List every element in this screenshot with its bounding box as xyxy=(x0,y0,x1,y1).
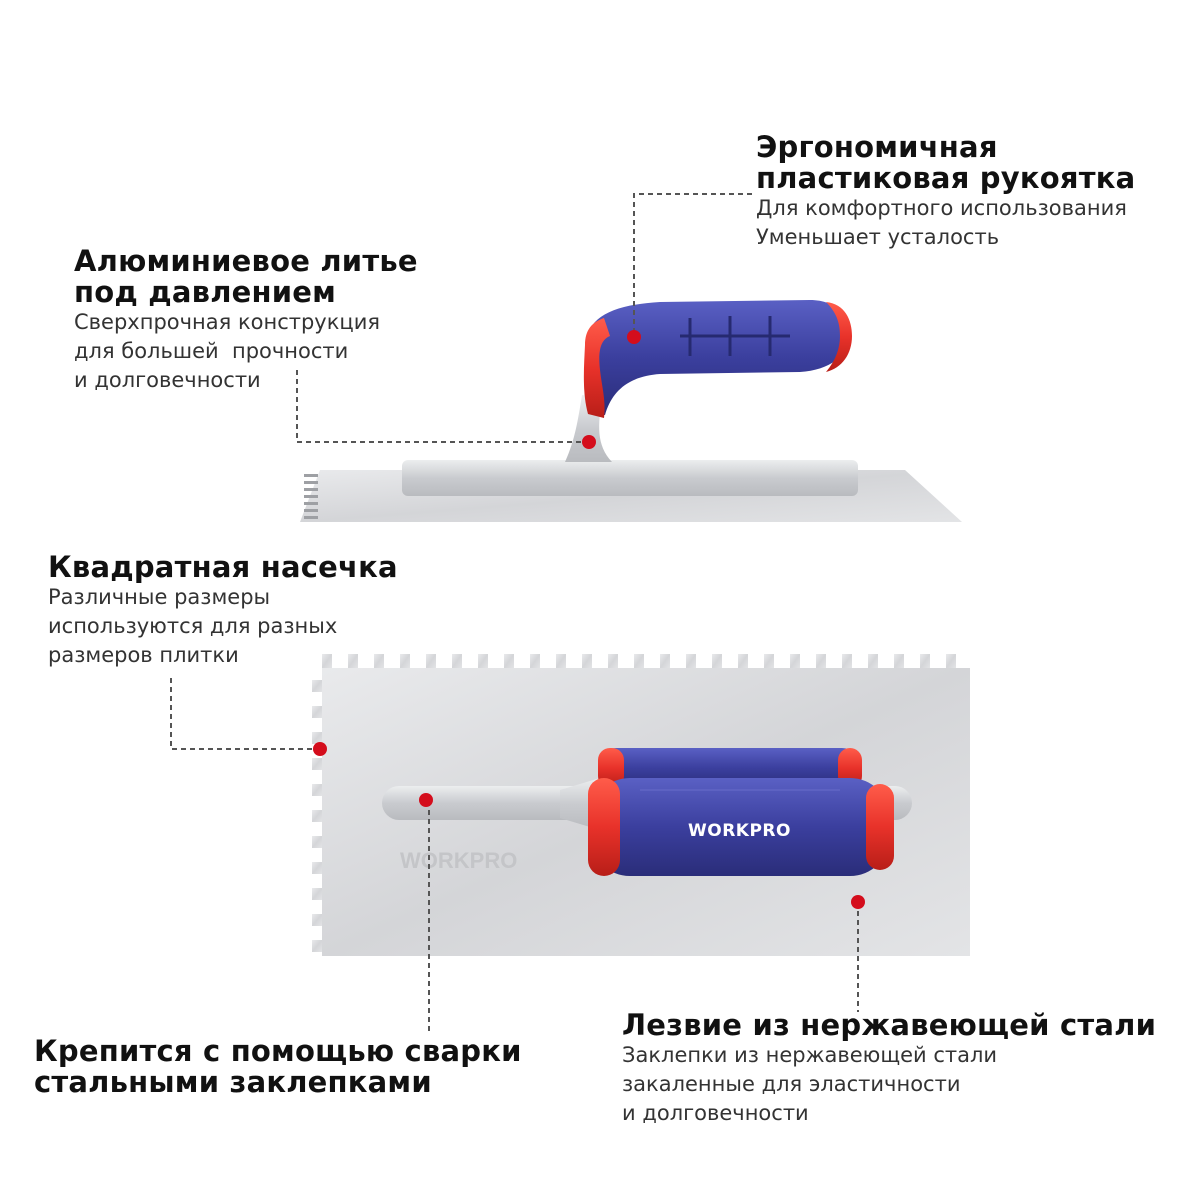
callout-casting-title-2: под давлением xyxy=(74,275,337,309)
notch-teeth-top xyxy=(322,654,956,668)
dot-weld xyxy=(419,793,433,807)
callout-blade-desc-2: закаленные для эластичности xyxy=(622,1072,961,1096)
callout-casting: Алюминиевое литье под давлением Сверхпро… xyxy=(74,246,418,395)
callout-casting-desc-3: и долговечности xyxy=(74,368,261,392)
dot-notch xyxy=(313,742,327,756)
callout-notch-desc-2: используются для разных xyxy=(48,614,338,638)
handle-logo: WORKPRO xyxy=(688,821,791,841)
handle-side-red-grip xyxy=(583,318,610,418)
leader-casting xyxy=(296,370,588,443)
marker-dots xyxy=(313,330,865,909)
callout-handle-title-2: пластиковая рукоятка xyxy=(756,161,1136,195)
handle-top xyxy=(590,778,890,876)
callout-handle-desc-1: Для комфортного использования xyxy=(756,196,1127,220)
leader-lines xyxy=(170,193,859,1032)
callout-blade-desc-3: и долговечности xyxy=(622,1101,809,1125)
callout-handle: Эргономичная пластиковая рукоятка Для ко… xyxy=(756,132,1135,252)
callout-blade: Лезвие из нержавеющей стали Заклепки из … xyxy=(622,1010,1156,1128)
callout-notch: Квадратная насечка Различные размеры исп… xyxy=(48,552,398,670)
leader-handle xyxy=(633,193,752,336)
trowel-top-view: WORKPRO WORKPRO xyxy=(312,654,970,956)
dot-handle xyxy=(627,330,641,344)
callout-casting-title-1: Алюминиевое литье xyxy=(74,244,418,278)
embossed-logo: WORKPRO xyxy=(400,848,517,873)
callout-weld-title-2: стальными заклепками xyxy=(34,1065,432,1099)
callout-casting-desc-2: для большей прочности xyxy=(74,339,349,363)
notch-teeth-left xyxy=(312,680,322,952)
handle-top-red-right xyxy=(866,784,894,870)
callout-notch-title-1: Квадратная насечка xyxy=(48,550,398,584)
callout-handle-title-1: Эргономичная xyxy=(756,130,998,164)
callout-weld: Крепится с помощью сварки стальными закл… xyxy=(34,1036,522,1098)
handle-stem-side xyxy=(565,395,612,462)
mounting-bar-side xyxy=(402,460,858,496)
dot-casting xyxy=(582,435,596,449)
callout-blade-desc-1: Заклепки из нержавеющей стали xyxy=(622,1043,998,1067)
handle-side-red-cap xyxy=(826,302,852,372)
callout-blade-title-1: Лезвие из нержавеющей стали xyxy=(622,1008,1157,1042)
notch-teeth-side xyxy=(304,474,318,519)
trowel-side-view xyxy=(300,300,962,522)
leader-notch xyxy=(170,678,319,750)
handle-side-ridges xyxy=(680,316,790,356)
handle-top-red-left xyxy=(588,778,620,876)
callout-weld-title-1: Крепится с помощью сварки xyxy=(34,1034,522,1068)
callout-notch-desc-1: Различные размеры xyxy=(48,585,271,609)
callout-casting-desc-1: Сверхпрочная конструкция xyxy=(74,310,380,334)
dot-blade xyxy=(851,895,865,909)
handle-side xyxy=(584,300,848,415)
callout-handle-desc-2: Уменьшает усталость xyxy=(756,225,1000,249)
callout-notch-desc-3: размеров плитки xyxy=(48,643,239,667)
